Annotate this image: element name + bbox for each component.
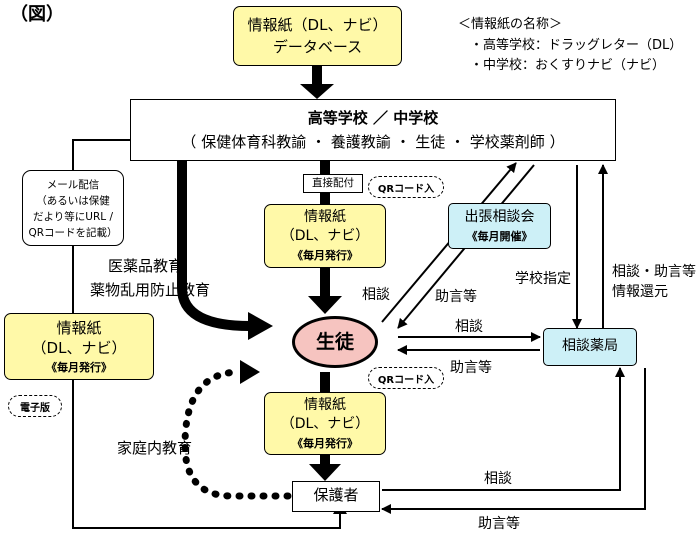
label-school-designate: 学校指定 xyxy=(515,271,571,287)
guardian-box: 保護者 xyxy=(292,481,380,512)
label-soudan-diagonal: 相談 xyxy=(362,287,390,303)
label-soudan-jogen: 相談・助言等 情報還元 xyxy=(612,262,696,302)
outreach-line2: 《毎月開催》 xyxy=(466,230,533,243)
denshi-tag-label: 電子版 xyxy=(20,403,50,414)
qr-tag-top-label: QRコード入 xyxy=(377,184,435,195)
paper-bottom-line1: 情報紙 xyxy=(304,397,346,413)
names-legend-item1: ・高等学校：ドラッグレター（DL） xyxy=(470,38,683,53)
direct-distribution-tag: 直接配付 xyxy=(303,174,363,193)
qr-tag-bottom-label: QRコード入 xyxy=(377,375,435,386)
mail-note-line1: メール配信 xyxy=(46,179,100,191)
mail-note-line2: （あるいは保健 xyxy=(36,195,110,207)
school-box: 高等学校 ／ 中学校 （ 保健体育科教諭 ・ 養護教諭 ・ 生徒 ・ 学校薬剤師… xyxy=(130,99,616,161)
label-soudan-jogen-line1: 相談・助言等 xyxy=(612,264,696,280)
paper-left-line3: 《毎月発行》 xyxy=(46,361,112,374)
label-jogen-bottom: 助言等 xyxy=(478,516,520,532)
paper-left-line1: 情報紙 xyxy=(56,319,102,337)
label-jogen-diagonal: 助言等 xyxy=(435,289,477,305)
student-node: 生徒 xyxy=(292,316,378,368)
qr-tag-top: QRコード入 xyxy=(368,176,444,198)
paper-center-line2: （DL、ナビ） xyxy=(280,228,370,244)
paper-bottom-line3: 《毎月発行》 xyxy=(292,437,358,450)
paper-center-line3: 《毎月発行》 xyxy=(292,249,358,262)
names-legend-heading: ＜情報紙の名称＞ xyxy=(458,17,563,32)
paper-left-box: 情報紙 （DL、ナビ） 《毎月発行》 xyxy=(4,313,154,380)
denshi-tag: 電子版 xyxy=(8,395,62,417)
paper-center-box: 情報紙 （DL、ナビ） 《毎月発行》 xyxy=(264,204,386,268)
education-line2: 薬物乱用防止教育 xyxy=(90,281,211,299)
mail-note: メール配信 （あるいは保健 だより等にURL / QRコードを記載） xyxy=(22,170,124,246)
arrow-database-to-school xyxy=(300,66,334,99)
label-soudan-mid: 相談 xyxy=(455,319,483,335)
names-legend-item2: ・中学校：おくすりナビ（ナビ） xyxy=(470,58,666,73)
paper-bottom-box: 情報紙 （DL、ナビ） 《毎月発行》 xyxy=(264,392,386,455)
database-line1: 情報紙（DL、ナビ） xyxy=(247,16,388,34)
school-title: 高等学校 ／ 中学校 xyxy=(307,109,439,127)
database-box: 情報紙（DL、ナビ） データベース xyxy=(233,6,402,66)
qr-tag-bottom: QRコード入 xyxy=(368,367,444,389)
pharmacy-box: 相談薬局 xyxy=(543,328,637,366)
outreach-box: 出張相談会 《毎月開催》 xyxy=(448,203,551,249)
arrow-education-to-student xyxy=(177,161,273,340)
education-line1: 医薬品教育 xyxy=(108,257,184,275)
education-label: 医薬品教育 薬物乱用防止教育 xyxy=(90,254,210,302)
school-members: （ 保健体育科教諭 ・ 養護教諭 ・ 生徒 ・ 学校薬剤師 ） xyxy=(181,133,565,151)
label-soudan-jogen-line2: 情報還元 xyxy=(612,284,668,300)
outreach-line1: 出張相談会 xyxy=(464,209,535,225)
figure-label: （図） xyxy=(10,4,64,25)
label-jogen-mid: 助言等 xyxy=(450,360,492,376)
arrow-guardian-pharmacy xyxy=(381,367,646,514)
paper-center-line1: 情報紙 xyxy=(304,209,346,225)
family-education-label: 家庭内教育 xyxy=(117,439,193,457)
arrow-student-pharmacy xyxy=(397,332,541,355)
mail-note-line4: QRコードを記載） xyxy=(28,227,118,239)
arrow-student-to-guardian xyxy=(309,372,341,481)
arrow-family-education xyxy=(181,360,292,500)
mail-note-line3: だより等にURL / xyxy=(33,211,113,223)
paper-bottom-line2: （DL、ナビ） xyxy=(280,416,370,432)
arrow-school-pharmacy xyxy=(572,164,608,329)
database-line2: データベース xyxy=(272,38,363,56)
paper-left-line2: （DL、ナビ） xyxy=(31,339,127,357)
label-soudan-bottom: 相談 xyxy=(484,471,512,487)
